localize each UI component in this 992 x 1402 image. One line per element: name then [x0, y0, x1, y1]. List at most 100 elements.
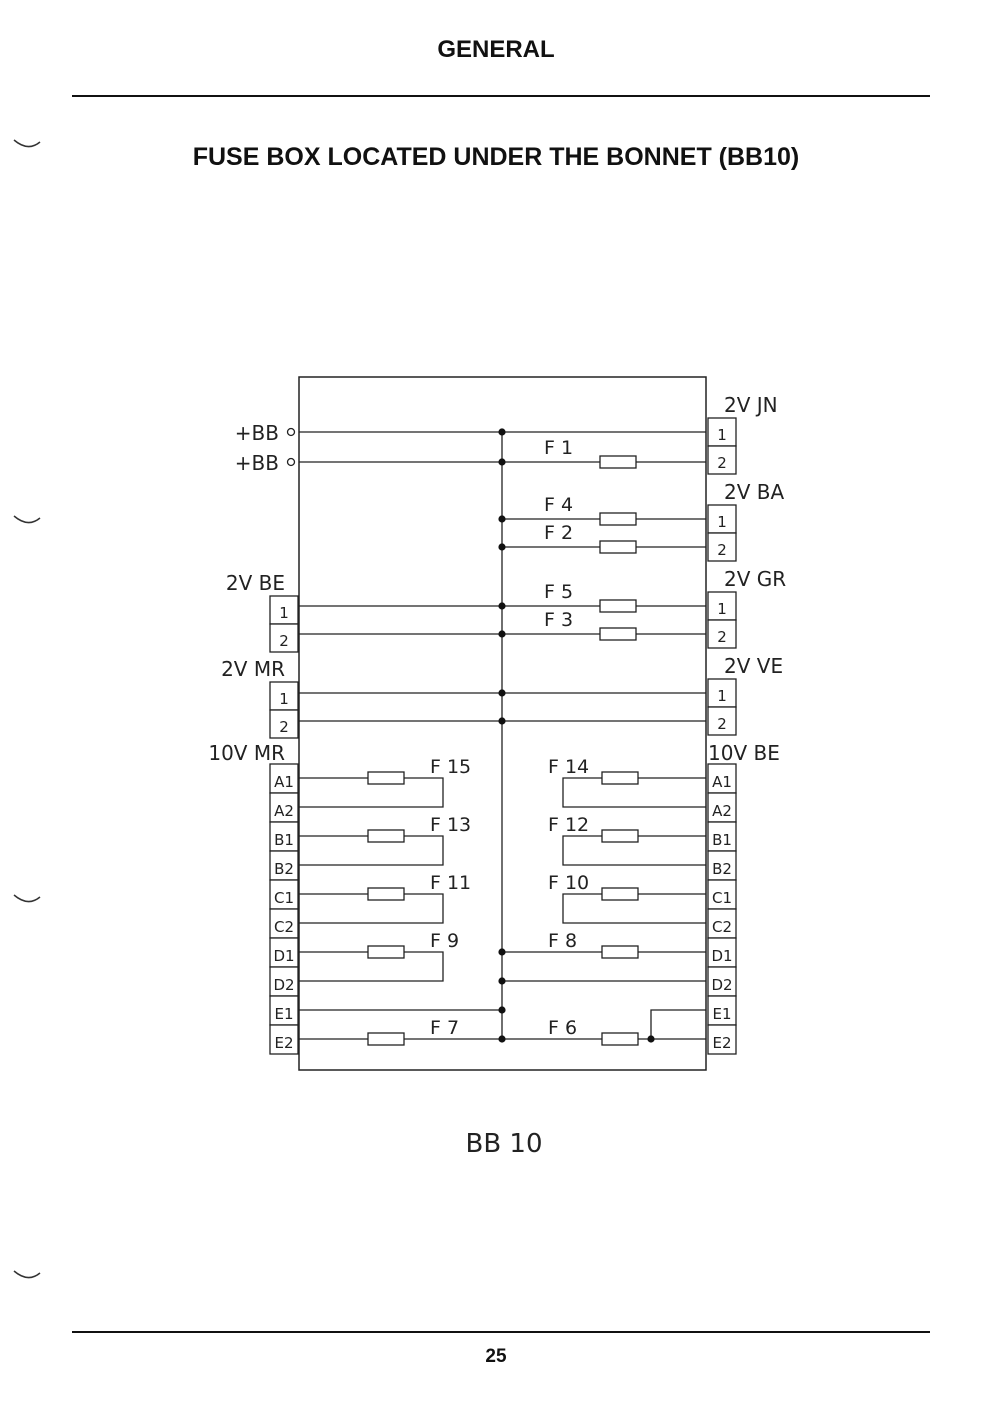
junction-dot	[498, 458, 506, 466]
fuse-label-f6: F 6	[548, 1017, 577, 1039]
connector-pin-label: B1	[274, 831, 294, 849]
connector-pin-label: E2	[712, 1034, 731, 1052]
junction-dot	[647, 1035, 655, 1043]
fuse-f14	[601, 771, 639, 785]
connector-right-label: 2V JN	[724, 393, 778, 417]
connector-pin	[269, 966, 299, 997]
connector-pin-label: A2	[274, 802, 294, 820]
connector-pin	[707, 966, 737, 997]
connector-pin-label: D2	[711, 976, 732, 994]
junction-dot	[498, 948, 506, 956]
connector-pin	[269, 1024, 299, 1055]
connector-pin	[269, 763, 299, 794]
fuse-f6	[601, 1032, 639, 1046]
connector-pin	[269, 681, 299, 711]
connector-left-label: 2V BE	[226, 571, 285, 595]
binding-hole-mark	[13, 1270, 41, 1279]
junction-dot	[498, 1006, 506, 1014]
fuse-box-outline	[298, 376, 707, 1071]
fuse-label-f12: F 12	[548, 814, 589, 836]
junction-dot	[498, 1035, 506, 1043]
terminal-connector	[286, 427, 296, 437]
connector-right-label: 2V BA	[724, 480, 784, 504]
connector-pin	[269, 821, 299, 852]
fuse-f9	[367, 945, 405, 959]
fuse-f12	[601, 829, 639, 843]
connector-left-label: 10V MR	[208, 741, 285, 765]
connector-right-label: 10V BE	[708, 741, 780, 765]
diagram-caption: BB 10	[465, 1129, 542, 1159]
fuse-label-f2: F 2	[544, 522, 573, 544]
fuse-f4	[599, 512, 637, 526]
terminal-label: +BB	[235, 451, 279, 475]
page-number: 25	[485, 1346, 507, 1367]
connector-pin-label: C2	[712, 918, 732, 936]
connector-pin-label: 1	[717, 513, 727, 531]
fuse-label-f11: F 11	[430, 872, 471, 894]
connector-pin	[707, 504, 737, 534]
junction-dot	[498, 428, 506, 436]
footer-rule	[72, 1331, 930, 1333]
connector-pin-label: 1	[279, 690, 289, 708]
connector-pin	[269, 792, 299, 823]
binding-hole-mark	[13, 515, 41, 524]
connector-pin	[269, 623, 299, 653]
connector-pin	[707, 850, 737, 881]
fuse-label-f4: F 4	[544, 494, 573, 516]
connector-pin-label: A1	[274, 773, 294, 791]
connector-pin-label: 2	[717, 541, 727, 559]
connector-pin	[707, 937, 737, 968]
connector-pin-label: C1	[274, 889, 294, 907]
junction-dot	[498, 602, 506, 610]
connector-right-label: 2V VE	[724, 654, 783, 678]
fuse-f5	[599, 599, 637, 613]
fuse-f3	[599, 627, 637, 641]
connector-pin	[707, 417, 737, 447]
fuse-label-f8: F 8	[548, 930, 577, 952]
binding-hole-mark	[13, 139, 41, 148]
fuse-label-f1: F 1	[544, 437, 573, 459]
connector-pin	[707, 619, 737, 649]
wire	[650, 1009, 706, 1039]
junction-dot	[498, 543, 506, 551]
connector-pin-label: E1	[274, 1005, 293, 1023]
connector-pin-label: A2	[712, 802, 732, 820]
connector-pin	[269, 850, 299, 881]
connector-pin-label: D1	[273, 947, 294, 965]
connector-pin	[707, 591, 737, 621]
connector-pin-label: 1	[279, 604, 289, 622]
connector-pin	[707, 445, 737, 475]
connector-pin	[707, 821, 737, 852]
fuse-f15	[367, 771, 405, 785]
junction-dot	[498, 689, 506, 697]
connector-left-label: 2V MR	[221, 657, 285, 681]
terminal-connector	[286, 457, 296, 467]
connector-pin-label: 2	[279, 632, 289, 650]
fuse-f1	[599, 455, 637, 469]
fuse-label-f10: F 10	[548, 872, 589, 894]
connector-pin-label: B2	[274, 860, 294, 878]
section-header: GENERAL	[437, 36, 555, 63]
connector-pin-label: C1	[712, 889, 732, 907]
connector-pin-label: 2	[279, 718, 289, 736]
page-title: FUSE BOX LOCATED UNDER THE BONNET (BB10)	[192, 143, 800, 171]
connector-pin	[269, 995, 299, 1026]
fuse-label-f14: F 14	[548, 756, 589, 778]
connector-pin	[269, 908, 299, 939]
connector-pin	[707, 908, 737, 939]
junction-dot	[498, 630, 506, 638]
connector-pin	[269, 937, 299, 968]
connector-pin	[707, 706, 737, 736]
fuse-label-f7: F 7	[430, 1017, 459, 1039]
connector-pin-label: 1	[717, 687, 727, 705]
fuse-f8	[601, 945, 639, 959]
connector-pin-label: 2	[717, 454, 727, 472]
junction-dot	[498, 717, 506, 725]
connector-pin-label: C2	[274, 918, 294, 936]
connector-pin	[707, 532, 737, 562]
fuse-f2	[599, 540, 637, 554]
fuse-f7	[367, 1032, 405, 1046]
connector-pin	[269, 709, 299, 739]
fuse-label-f3: F 3	[544, 609, 573, 631]
